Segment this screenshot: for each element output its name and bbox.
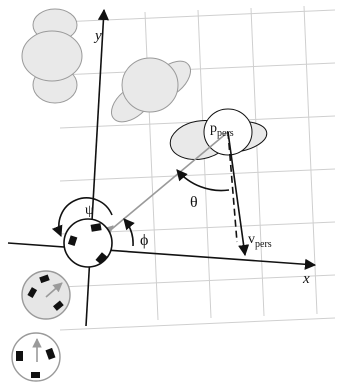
grid-line [197, 9, 212, 319]
grid-line [59, 274, 336, 288]
velocity-label: vpers [248, 232, 272, 250]
velocity-sub: pers [255, 239, 272, 250]
psi-angle-arc [51, 197, 113, 238]
velocity-arrow [227, 131, 250, 257]
x-axis [7, 242, 317, 270]
ghost-person-1 [21, 8, 83, 104]
grid-line [59, 317, 336, 331]
theta-label: θ [190, 194, 198, 211]
person [169, 108, 268, 160]
ghost-robot-1 [21, 270, 71, 320]
person-position-main: p [210, 121, 217, 136]
psi-label: ψ [85, 203, 94, 218]
phi-angle-arc [123, 218, 135, 247]
grid-line [59, 62, 336, 76]
axes [7, 8, 317, 327]
y-axis [85, 8, 110, 327]
grid-line [303, 5, 318, 315]
person-position-label: ppers [210, 121, 234, 139]
grid-line [59, 9, 336, 23]
x-axis-label: x [302, 271, 310, 287]
phi-label: ϕ [140, 232, 148, 249]
person-position-sub: pers [217, 128, 234, 139]
background-grid [59, 5, 336, 331]
theta-angle-arc [176, 169, 230, 192]
velocity-main: v [248, 232, 255, 247]
y-axis-label: y [93, 28, 102, 44]
ghost-person-2 [111, 57, 191, 123]
ghost-robot-2 [11, 332, 61, 382]
velocity-projection-dashed [227, 131, 238, 243]
robot-person-connector [94, 131, 229, 244]
robot [63, 218, 113, 268]
grid-line [250, 7, 265, 317]
grid-line [59, 168, 336, 182]
